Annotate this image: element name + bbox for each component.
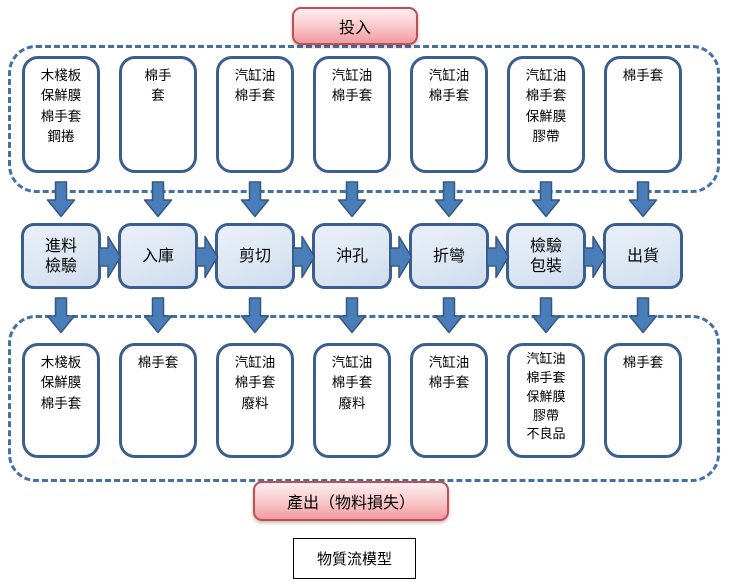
process-step-warehousing: 入庫 — [118, 223, 198, 289]
down-arrow-icon — [434, 297, 464, 334]
input-label-text: 投入 — [338, 18, 371, 37]
input-materials-panel — [8, 45, 720, 193]
output-material-box-5: 汽缸油 棉手套 — [410, 343, 488, 458]
down-arrow-icon — [531, 297, 561, 334]
down-arrow-icon — [46, 181, 76, 218]
input-material-box-6: 汽缸油 棉手套 保鮮膜 膠帶 — [507, 56, 585, 173]
input-material-box-7: 棉手套 — [604, 56, 682, 173]
down-arrow-icon — [337, 297, 367, 334]
input-material-box-2: 棉手 套 — [119, 56, 197, 173]
diagram-caption-text: 物質流模型 — [316, 550, 392, 568]
down-arrow-icon — [337, 181, 367, 218]
output-material-box-1: 木棧板 保鮮膜 棉手套 — [22, 343, 100, 458]
down-arrow-icon — [240, 297, 270, 334]
down-arrow-icon — [434, 181, 464, 218]
down-arrow-icon — [46, 297, 76, 334]
diagram-caption: 物質流模型 — [293, 538, 416, 579]
process-step-punching: 沖孔 — [312, 223, 392, 289]
down-arrow-icon — [628, 181, 658, 218]
input-material-box-4: 汽缸油 棉手套 — [313, 56, 391, 173]
process-step-incoming-inspection: 進料 檢驗 — [21, 223, 101, 289]
output-material-box-6: 汽缸油 棉手套 保鮮膜 膠帶 不良品 — [507, 343, 585, 458]
output-label-text: 產出（物料損失） — [286, 493, 415, 512]
input-material-box-5: 汽缸油 棉手套 — [410, 56, 488, 173]
down-arrow-icon — [531, 181, 561, 218]
output-material-box-2: 棉手套 — [119, 343, 197, 458]
down-arrow-icon — [143, 297, 173, 334]
process-step-shipping: 出貨 — [603, 223, 683, 289]
right-arrow-icon — [195, 235, 219, 279]
right-arrow-icon — [292, 235, 316, 279]
process-step-bending: 折彎 — [409, 223, 489, 289]
output-material-box-3: 汽缸油 棉手套 廢料 — [216, 343, 294, 458]
right-arrow-icon — [583, 235, 607, 279]
input-material-box-3: 汽缸油 棉手套 — [216, 56, 294, 173]
input-material-box-1: 木棧板 保鮮膜 棉手套 鋼捲 — [22, 56, 100, 173]
process-step-inspection-packing: 檢驗 包裝 — [506, 223, 586, 289]
right-arrow-icon — [486, 235, 510, 279]
right-arrow-icon — [389, 235, 413, 279]
down-arrow-icon — [240, 181, 270, 218]
process-step-shearing: 剪切 — [215, 223, 295, 289]
output-material-box-7: 棉手套 — [604, 343, 682, 458]
input-label: 投入 — [292, 7, 418, 45]
right-arrow-icon — [98, 235, 122, 279]
down-arrow-icon — [143, 181, 173, 218]
output-material-box-4: 汽缸油 棉手套 廢料 — [313, 343, 391, 458]
output-label: 產出（物料損失） — [253, 481, 449, 521]
down-arrow-icon — [628, 297, 658, 334]
